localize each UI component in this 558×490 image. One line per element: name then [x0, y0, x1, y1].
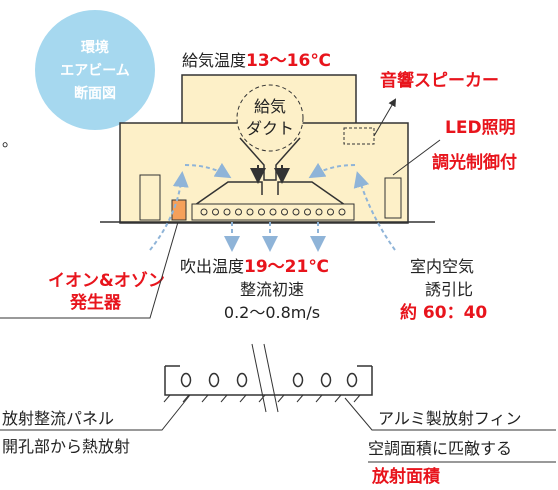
led-leader [392, 139, 441, 176]
fin-tick [182, 394, 190, 403]
led-label: LED照明 [445, 118, 516, 138]
diffuser-outline [194, 181, 346, 206]
panel-opening [208, 372, 220, 388]
perforation-holes [200, 208, 346, 216]
section-badge: 環境 エアビーム 断面図 [35, 10, 155, 130]
fin-tick [315, 394, 323, 403]
fin-tick [353, 394, 361, 403]
duct-label-2: ダクト [246, 119, 294, 138]
perforation-hole [292, 208, 300, 216]
perforation-hole [269, 208, 277, 216]
speaker-label: 音響スピーカー [380, 70, 499, 91]
speaker-leader [373, 98, 397, 137]
break-line-1 [251, 343, 267, 413]
perforation-hole [246, 208, 254, 216]
panel-detail [163, 343, 373, 413]
badge-line-2: エアビーム [60, 63, 130, 79]
fin-tick [201, 394, 209, 403]
led-box [384, 177, 402, 219]
induction-ratio-label: 誘引比 [425, 280, 473, 299]
perforation-hole [327, 208, 334, 216]
outlet-speed-label: 整流初速 [240, 280, 304, 299]
radiant-fins [163, 394, 361, 403]
panel-opening [320, 372, 332, 388]
fin-label-2: 空調面積に匹敵する [368, 439, 512, 458]
perforation-hole [212, 208, 219, 216]
duct-funnel [239, 137, 301, 181]
dimming-label: 調光制御付 [432, 152, 517, 173]
fin-tick [220, 394, 228, 403]
fin-tick [163, 394, 171, 403]
fin-label-1: アルミ製放射フィン [378, 409, 522, 428]
perforation-hole [223, 208, 231, 216]
panel-label-2: 開孔部から熱放射 [2, 437, 130, 456]
badge-line-3: 断面図 [74, 85, 116, 102]
outlet-speed-value: 0.2〜0.8m/s [224, 303, 320, 322]
outlet-temp-label: 吹出温度19〜21℃ [180, 257, 329, 277]
badge-circle [35, 10, 155, 130]
panel-opening [292, 372, 304, 388]
ion-leader [0, 221, 179, 319]
intake-arrow-left-low [149, 171, 189, 251]
fin-tick [239, 394, 247, 403]
ion-label-2: 発生器 [69, 292, 122, 313]
perforation-hole [258, 208, 265, 216]
fin-tick [296, 394, 304, 403]
panel-opening [180, 372, 192, 388]
duct-label-1: 給気 [254, 97, 286, 116]
supply-temp-value: 13〜16℃ [246, 51, 331, 71]
air-beam-unit: 給気 ダクト [100, 74, 441, 224]
panel-leader [0, 394, 191, 431]
ion-generator [171, 199, 187, 221]
fin-label-3: 放射面積 [371, 466, 441, 487]
panel-opening [236, 372, 248, 388]
perforation-hole [338, 208, 346, 216]
perforation-hole [281, 208, 288, 216]
perforation-hole [200, 208, 208, 216]
panel-label-1: 放射整流パネル [2, 409, 114, 428]
ion-label-1: イオン&オゾン [48, 271, 165, 291]
supply-temp-label: 給気温度13〜16℃ [182, 51, 331, 71]
intake-arrow-right-high [308, 162, 356, 179]
panel-frame [164, 366, 373, 396]
room-air-label: 室内空気 [410, 257, 474, 276]
panel-opening [346, 372, 358, 388]
intake-arrow-left-high [184, 162, 232, 179]
perforation-hole [304, 208, 311, 216]
left-edge-mark: 。 [2, 131, 18, 150]
fin-leader [344, 397, 556, 431]
perforated-strip [191, 203, 355, 221]
fin-tick [277, 394, 285, 403]
perforation-hole [315, 208, 323, 216]
induction-ratio-value: 約 60：40 [400, 302, 487, 323]
airflow-arrows [149, 162, 396, 252]
panel-openings [180, 372, 358, 388]
intake-arrow-right-low [353, 171, 396, 251]
outlet-temp-value: 19〜21℃ [244, 257, 329, 277]
duct-circle [236, 84, 304, 152]
left-side-box [139, 174, 161, 221]
perforation-hole [235, 208, 242, 216]
break-line-2 [263, 343, 279, 413]
fin-tick [334, 394, 342, 403]
badge-line-1: 環境 [81, 39, 109, 56]
fin-tick [258, 394, 266, 403]
